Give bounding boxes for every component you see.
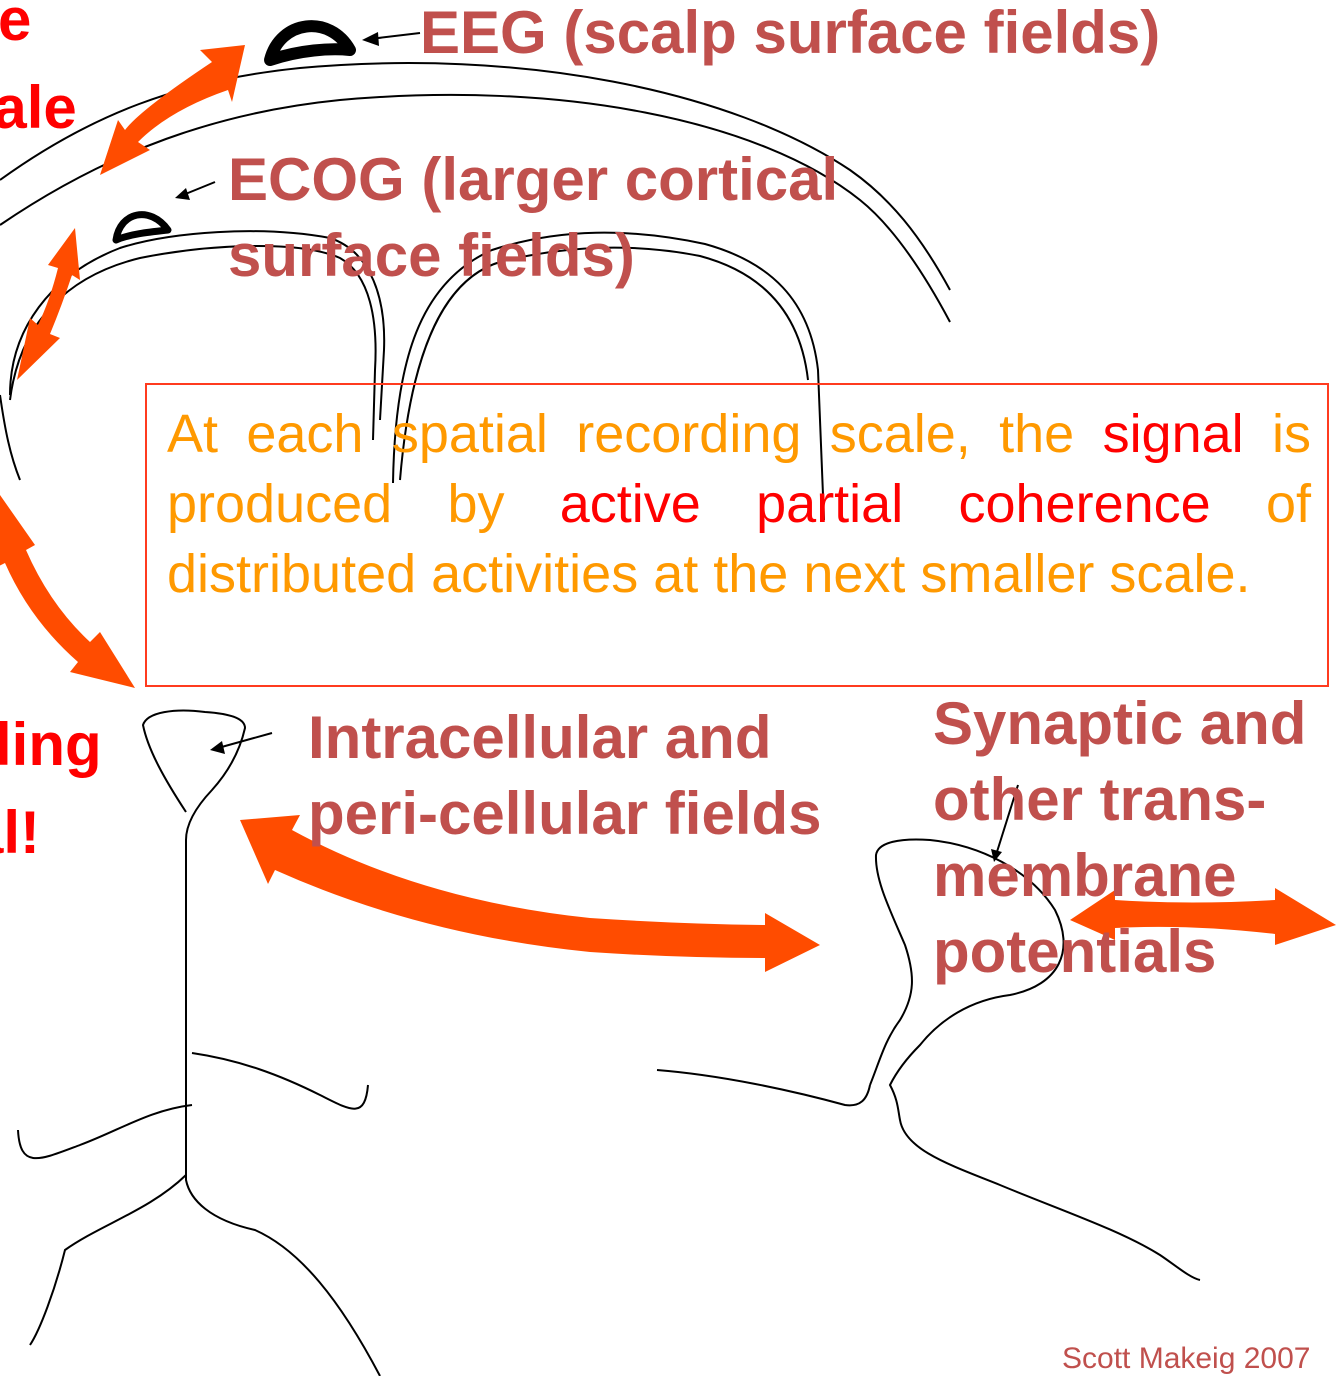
ecog-pointer-line (183, 182, 215, 195)
eeg-electrode-icon (270, 26, 350, 60)
callout-space1 (701, 474, 756, 534)
synaptic-label-line1: Synaptic and (933, 686, 1306, 762)
scale-arrow-ecog-cortex (17, 228, 80, 380)
synaptic-label-line2: other trans- (933, 762, 1266, 838)
ecog-label-line1: ECOG (larger cortical (228, 142, 838, 218)
neuron-left-dendrite-c (192, 1053, 368, 1109)
synaptic-label-line3: membrane (933, 838, 1236, 914)
intracellular-label-line2: peri-cellular fields (308, 776, 822, 852)
scale-arrow-cortex-cell (0, 495, 135, 688)
intracellular-label-line1: Intracellular and (308, 700, 771, 776)
eeg-pointer-arrowhead (362, 32, 379, 46)
ecog-label-line2: surface fields) (228, 218, 635, 294)
author-credit: Scott Makeig 2007 (1062, 1341, 1310, 1377)
callout-text-part1: At each spatial recording scale, the (167, 404, 1103, 464)
callout-space2 (903, 474, 958, 534)
left-fragment-e: e (0, 0, 31, 58)
left-fragment-ling: ling (0, 707, 102, 783)
intracellular-pointer-line (218, 733, 272, 748)
callout-active: active (560, 474, 701, 534)
ecog-pointer-arrowhead (175, 188, 190, 200)
neuron-left-dendrite-b (18, 1105, 192, 1158)
scale-coherence-callout: At each spatial recording scale, the sig… (145, 383, 1329, 687)
intracellular-pointer-arrowhead (210, 741, 225, 754)
left-fragment-al: al! (0, 795, 40, 871)
neuron-left-dendrite-a (30, 1175, 186, 1345)
ecog-electrode-icon (116, 215, 168, 240)
eeg-label: EEG (scalp surface fields) (420, 0, 1160, 71)
callout-signal: signal (1103, 404, 1244, 464)
left-fragment-scale: cale (0, 70, 77, 146)
synaptic-label-line4: potentials (933, 914, 1216, 990)
neuron-right-axon (657, 1070, 870, 1105)
cortex-left-edge (0, 395, 20, 480)
callout-coherence: coherence (958, 474, 1210, 534)
callout-text: At each spatial recording scale, the sig… (167, 399, 1311, 609)
callout-partial: partial (756, 474, 903, 534)
